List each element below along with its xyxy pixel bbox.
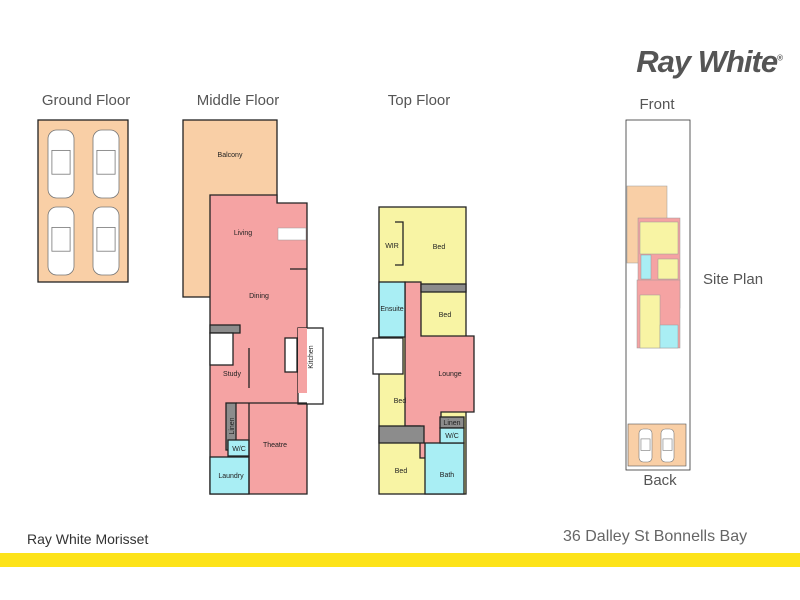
kitchen-island <box>284 337 298 373</box>
linen-label: Linen <box>229 417 236 434</box>
bed-label: Bed <box>395 468 408 475</box>
bed-label: Bed <box>394 398 407 405</box>
front-label: Front <box>639 96 675 113</box>
laundry-label: Laundry <box>218 473 244 480</box>
property-address: 36 Dalley St Bonnells Bay <box>563 528 748 545</box>
car-icon <box>92 129 120 199</box>
stairs <box>372 337 404 375</box>
lounge-label: Lounge <box>438 371 461 378</box>
middle-floor-title: Middle Floor <box>197 92 280 109</box>
top-floor-plan: WIR Bed Ensuite Bed Lounge Bed Bed Linen… <box>372 206 475 495</box>
study-label: Study <box>223 371 241 378</box>
dining-label: Dining <box>249 293 269 300</box>
ground-floor-plan <box>37 119 129 283</box>
bath-label: Bath <box>440 472 455 479</box>
ensuite-label: Ensuite <box>380 306 403 313</box>
car-icon <box>47 129 75 199</box>
wc-label: W/C <box>232 446 246 453</box>
site-plan: Front Back Site Plan <box>625 96 763 489</box>
car-icon <box>638 428 653 463</box>
car-icon <box>47 206 75 276</box>
back-label: Back <box>643 472 677 489</box>
balcony-label: Balcony <box>218 152 243 159</box>
accent-bar <box>0 553 800 567</box>
linen-label: Linen <box>443 420 460 427</box>
bed-label: Bed <box>439 312 452 319</box>
theatre-label: Theatre <box>263 442 287 449</box>
car-icon <box>92 206 120 276</box>
stairs <box>209 332 234 366</box>
car-icon <box>660 428 675 463</box>
wc-label: W/C <box>445 433 459 440</box>
living-label: Living <box>234 230 252 237</box>
kitchen-label: Kitchen <box>308 345 315 368</box>
site-plan-title: Site Plan <box>703 271 763 288</box>
ground-floor-title: Ground Floor <box>42 92 130 109</box>
wir-label: WIR <box>385 243 399 250</box>
ray-white-logo: Ray White® <box>636 44 783 79</box>
middle-floor-plan: Balcony Living Dining Kitchen Study Line… <box>182 119 324 495</box>
bed-label: Bed <box>433 244 446 251</box>
top-floor-title: Top Floor <box>388 92 451 109</box>
office-name: Ray White Morisset <box>27 531 149 547</box>
